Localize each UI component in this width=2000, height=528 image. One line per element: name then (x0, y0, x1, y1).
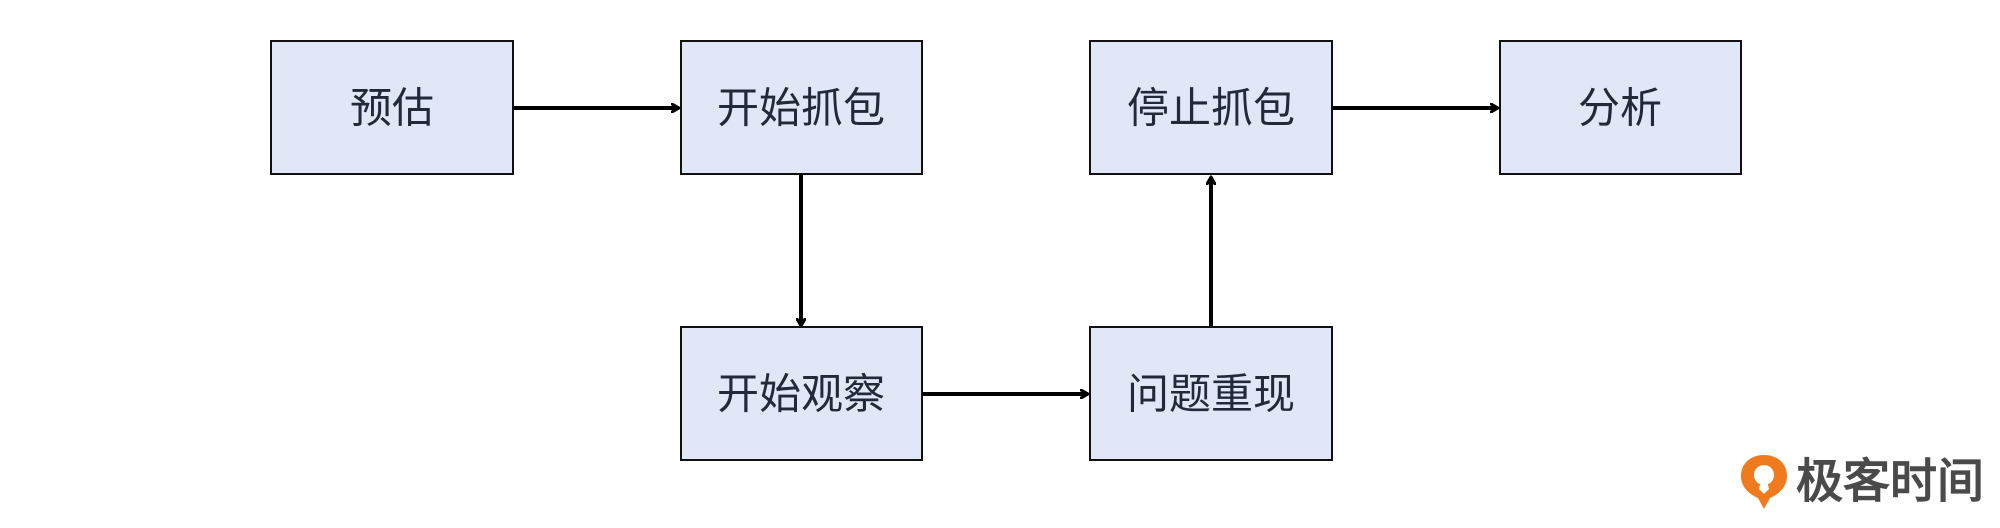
node-analyze-box (1499, 40, 1742, 175)
node-reproduce-label: 问题重现 (1127, 370, 1295, 419)
node-reproduce-box (1089, 326, 1333, 461)
node-start-observe-box (680, 326, 923, 461)
edges (513, 108, 1498, 394)
node-analyze-label: 分析 (1578, 84, 1662, 133)
node-start-capture-label: 开始抓包 (717, 84, 885, 133)
node-estimate-box (270, 40, 514, 175)
node-estimate-label: 预估 (350, 84, 434, 133)
node-reproduce: 问题重现 (1089, 326, 1333, 461)
node-start-capture-box (680, 40, 923, 175)
node-stop-capture-box (1089, 40, 1333, 175)
node-analyze: 分析 (1499, 40, 1742, 175)
geektime-logo-icon (1741, 455, 1787, 509)
node-start-observe-label: 开始观察 (717, 370, 885, 419)
node-estimate: 预估 (270, 40, 514, 175)
node-start-capture: 开始抓包 (680, 40, 923, 175)
node-stop-capture: 停止抓包 (1089, 40, 1333, 175)
node-stop-capture-label: 停止抓包 (1127, 84, 1295, 133)
node-start-observe: 开始观察 (680, 326, 923, 461)
geektime-watermark: 极客时间 (1741, 455, 1984, 510)
watermark-text: 极客时间 (1796, 455, 1984, 510)
